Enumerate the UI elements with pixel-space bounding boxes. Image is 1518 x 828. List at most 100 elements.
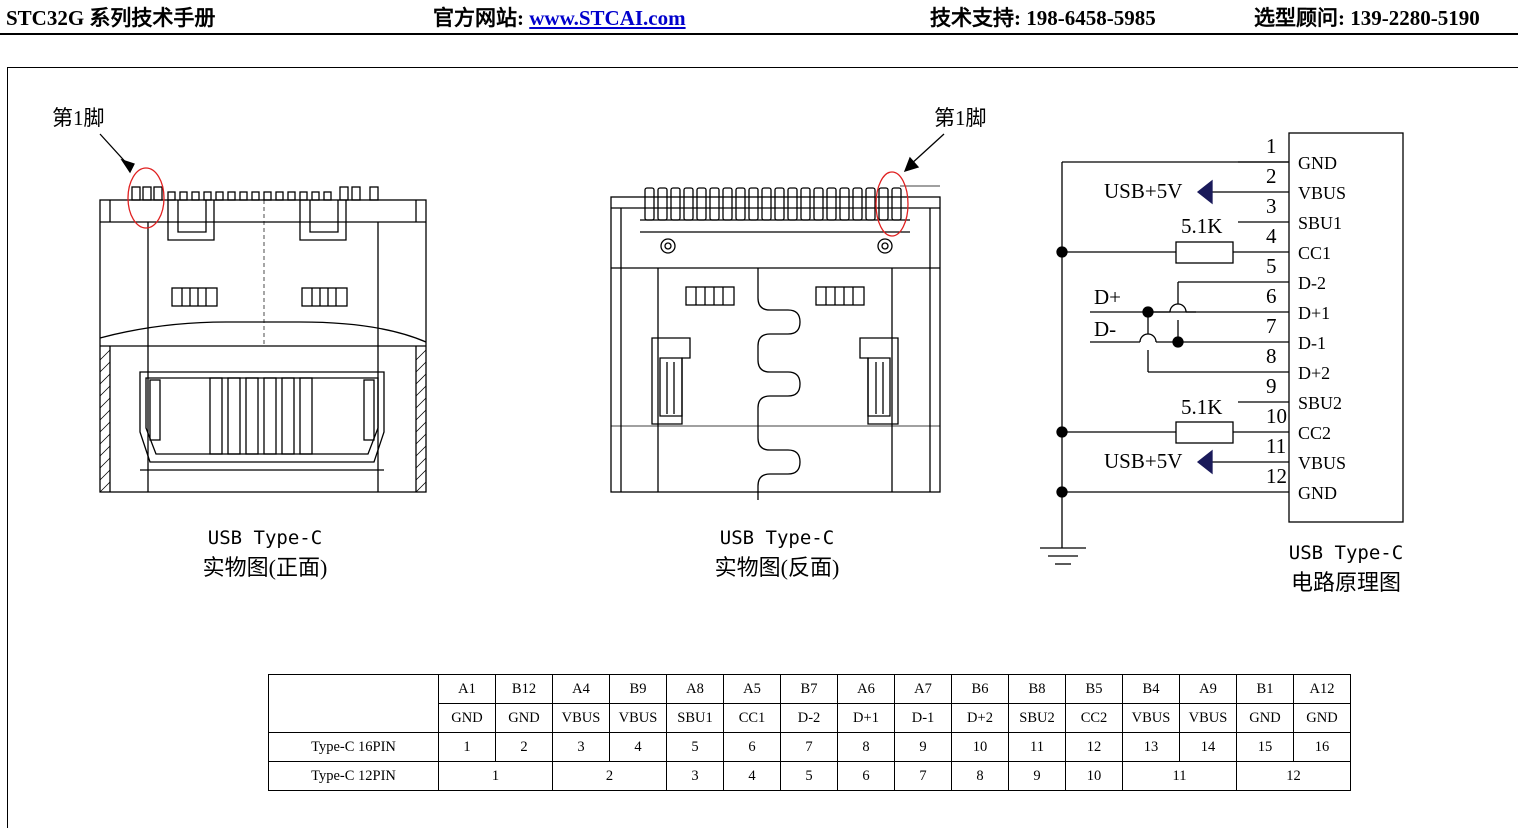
pin-name: D+1 [1298,303,1331,323]
table-cell: B8 [1008,674,1066,704]
table-cell: A4 [552,674,610,704]
table-cell: D+1 [837,703,895,733]
table-cell: B4 [1122,674,1180,704]
pin-number: 1 [1266,134,1277,158]
table-cell: D+2 [951,703,1009,733]
back-caption-line1: USB Type-C [719,527,835,549]
table-cell: A12 [1293,674,1351,704]
pin-name: D-2 [1298,273,1326,293]
pin-number: 2 [1266,164,1277,188]
table-cell: 13 [1122,732,1180,762]
resistor-label-bottom: 5.1K [1181,395,1223,419]
pin-name: GND [1298,483,1337,503]
table-cell: SBU2 [1008,703,1066,733]
table-cell: 11 [1008,732,1066,762]
website-label: 官方网站: [433,6,530,30]
figure-frame [7,67,1518,828]
header-divider [0,33,1518,35]
pin-number: 11 [1266,434,1287,458]
back-connector-drawing [610,185,941,500]
table-cell: 1 [438,732,496,762]
table-cell: B7 [780,674,838,704]
support-phone: 技术支持: 198-6458-5985 [930,6,1156,30]
table-cell: GND [438,703,496,733]
table-row-label: Type-C 16PIN [268,732,439,762]
pin-number: 3 [1266,194,1277,218]
table-cell: 9 [894,732,952,762]
table-cell: A9 [1179,674,1237,704]
resistor-label-top: 5.1K [1181,214,1223,238]
table-cell: 6 [837,761,895,791]
table-cell: 10 [951,732,1009,762]
table-cell: CC1 [723,703,781,733]
schematic-caption: USB Type-C 电路原理图 [1246,538,1446,598]
table-cell: D-1 [894,703,952,733]
table-cell: 9 [1008,761,1066,791]
dplus-label: D+ [1094,285,1122,309]
usb5v-label-bottom: USB+5V [1104,449,1183,473]
table-cell: 12 [1065,732,1123,762]
pin1-callouts [99,133,945,237]
usb5v-label-top: USB+5V [1104,179,1183,203]
table-cell: CC2 [1065,703,1123,733]
table-cell: 2 [552,761,667,791]
pin-name: SBU2 [1298,393,1343,413]
table-row: Type-C 16PIN 1 2 3 4 5 6 7 8 9 10 11 12 … [268,732,1351,762]
schematic-caption-line1: USB Type-C [1288,542,1404,564]
pin-name: D-1 [1298,333,1326,353]
table-cell: GND [1236,703,1294,733]
table-cell: 12 [1236,761,1351,791]
table-cell: 7 [780,732,838,762]
table-cell [268,674,439,733]
doc-title: STC32G 系列技术手册 [6,6,216,30]
table-cell: 11 [1122,761,1237,791]
page-header: STC32G 系列技术手册 官方网站: www.STCAI.com 技术支持: … [0,0,1518,36]
table-cell: B12 [495,674,553,704]
table-cell: B5 [1065,674,1123,704]
table-cell: 15 [1236,732,1294,762]
back-caption-line2: 实物图(反面) [714,555,840,580]
table-cell: GND [495,703,553,733]
pin-name: CC2 [1298,423,1332,443]
table-cell: 1 [438,761,553,791]
front-caption-line1: USB Type-C [207,527,323,549]
table-row-label: Type-C 12PIN [268,761,439,791]
front-connector-drawing [99,186,427,493]
pin-name: GND [1298,153,1337,173]
table-cell: 2 [495,732,553,762]
table-cell: 5 [666,732,724,762]
website-link[interactable]: www.STCAI.com [529,6,686,30]
table-cell: 8 [837,732,895,762]
pin1-label-back: 第1脚 [934,106,987,130]
front-caption-line2: 实物图(正面) [202,555,328,580]
front-caption: USB Type-C 实物图(正面) [160,523,370,583]
table-cell: A7 [894,674,952,704]
table-cell: 3 [666,761,724,791]
pin1-label-front: 第1脚 [52,106,105,130]
pin-number: 12 [1266,464,1287,488]
drawings [99,132,1404,565]
pin-name: SBU1 [1298,213,1343,233]
table-row: Type-C 12PIN 1 2 3 4 5 6 7 8 9 10 11 12 [268,761,1351,791]
pin-number: 7 [1266,314,1277,338]
pin-mapping-table: A1 B12 A4 B9 A8 A5 B7 A6 A7 B6 B8 B5 B4 … [268,674,1351,791]
table-cell: 14 [1179,732,1237,762]
table-cell: 6 [723,732,781,762]
table-cell: A5 [723,674,781,704]
pin-number: 6 [1266,284,1277,308]
advisor-phone: 选型顾问: 139-2280-5190 [1254,6,1480,30]
table-cell: A6 [837,674,895,704]
pin-name: VBUS [1298,183,1347,203]
table-cell: 7 [894,761,952,791]
table-cell: VBUS [552,703,610,733]
pin-number: 10 [1266,404,1287,428]
schematic-drawing [1040,132,1404,565]
schematic-caption-line2: 电路原理图 [1290,570,1401,595]
table-cell: D-2 [780,703,838,733]
table-cell: B6 [951,674,1009,704]
back-caption: USB Type-C 实物图(反面) [672,523,882,583]
table-cell: SBU1 [666,703,724,733]
website: 官方网站: www.STCAI.com [433,2,686,32]
table-cell: 16 [1293,732,1351,762]
table-cell: 5 [780,761,838,791]
